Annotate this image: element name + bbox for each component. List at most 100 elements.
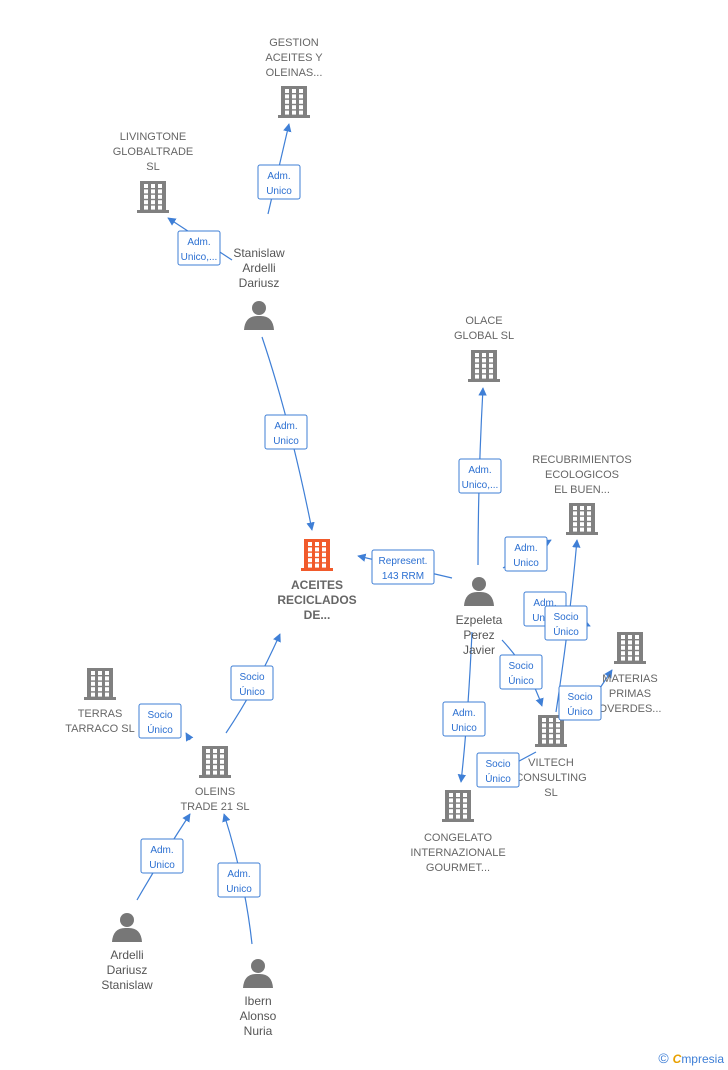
node-label: Ardelli [110,948,143,962]
edge-label-ezpeleta-congelato[interactable]: Adm. Unico [442,701,486,737]
node-label: OLEINS [195,786,235,798]
edge-label-line: Adm. [533,598,556,609]
node-label: SL [544,787,557,799]
node-label: OLACE [465,315,502,327]
node-label: MATERIAS [602,673,657,685]
edge-label-ezpeleta-olace[interactable]: Adm. Unico,... [458,458,502,494]
node-label: GLOBALTRADE [113,146,194,158]
edge-label-line: Unico,... [181,252,218,263]
brand-initial: C [672,1052,682,1066]
edge-label-ezpeleta-aceites[interactable]: Represent.143 RRM [371,549,435,585]
edge-label-line: Unico [149,860,175,871]
node-materias[interactable]: MATERIAS PRIMAS OVERDES... [599,632,662,715]
brand-name: mpresia [681,1052,724,1066]
node-label: Dariusz [107,963,148,977]
edge-label-ibern-oleins[interactable]: Adm. Unico [217,862,261,898]
building-icon [566,503,598,535]
edge-label-stanislaw-aceites[interactable]: Adm.Unico [264,414,308,450]
footer-brand[interactable]: ©Cmpresia [658,1050,724,1066]
edge-label-line: Unico [513,558,539,569]
node-olace[interactable]: OLACE GLOBAL SL [454,315,514,382]
person-icon [243,959,273,988]
node-label: Dariusz [239,276,280,290]
node-label: CONSULTING [515,772,586,784]
edge-label-line: Adm. [267,171,290,182]
edge-label-line: Único [553,625,579,638]
node-label: DE... [304,608,331,622]
node-label: ACEITES [291,578,343,592]
edge-label-line: Unico [451,723,477,734]
building-icon [614,632,646,664]
edge-label-line: Unico,... [462,480,499,491]
building-icon [468,350,500,382]
edge-label-line: Socio [508,661,533,672]
node-aceites[interactable]: ACEITESRECICLADOSDE... [277,539,357,622]
edge-label-line: Socio [485,759,510,770]
node-label: VILTECH [528,757,574,769]
node-label: EL BUEN... [554,484,610,496]
edge-label-ezpeleta-recubrimientos[interactable]: Adm.Unico [504,536,548,572]
node-viltech[interactable]: VILTECH CONSULTING SL [515,715,587,799]
node-label: Alonso [240,1009,277,1023]
edge-label-line: Único [567,705,593,718]
node-label: GLOBAL SL [454,330,514,342]
node-label: GESTION [269,37,319,49]
person-icon [464,577,494,606]
edge-label-line: Adm. [150,845,173,856]
node-congelato[interactable]: CONGELATOINTERNAZIONALEGOURMET... [410,790,506,874]
node-label: INTERNAZIONALE [410,847,505,859]
node-label: SL [146,161,159,173]
edge-label-line: Único [508,674,534,687]
copyright-icon: © [658,1050,669,1066]
node-label: ECOLOGICOS [545,469,619,481]
node-label: Javier [463,643,495,657]
node-label: PRIMAS [609,688,651,700]
edge-label-line: Adm. [274,421,297,432]
edge-label-line: Adm. [187,237,210,248]
node-label: Ardelli [242,261,275,275]
edge-label-line: Represent. [379,556,428,567]
edge-label-stanislaw-gestion[interactable]: Adm.Unico [257,164,301,200]
node-label: Ezpeleta [456,613,503,627]
node-oleins[interactable]: OLEINS TRADE 21 SL [180,746,250,813]
edge-label-line: Adm. [468,465,491,476]
edge-labels-layer: Adm.UnicoAdm.Unico,...Adm.UnicoAdm.Unico… [138,164,602,898]
edge-label-line: Socio [553,612,578,623]
building-icon [137,181,169,213]
node-label: RECICLADOS [277,593,356,607]
node-label: Stanislaw [101,978,153,992]
building-icon [442,790,474,822]
node-label: GOURMET... [426,862,490,874]
edge-label-line: Adm. [452,708,475,719]
edge-label-ardelli-oleins[interactable]: Adm. Unico [140,838,184,874]
node-label: Perez [463,628,494,642]
node-label: OVERDES... [599,703,662,715]
edge-label-stanislaw-livingtone[interactable]: Adm. Unico,... [177,230,221,266]
building-icon-highlight [301,539,333,571]
edge-label-line: Unico [226,884,252,895]
edge-label-line: Único [147,723,173,736]
edge-label-line: Único [239,685,265,698]
edge-label-line: Socio [567,692,592,703]
node-label: Stanislaw [233,246,285,260]
node-recubrimientos[interactable]: RECUBRIMIENTOS ECOLOGICOS EL BUEN... [532,454,632,535]
node-label: TRADE 21 SL [180,801,249,813]
building-icon [278,86,310,118]
node-label: RECUBRIMIENTOS [532,454,631,466]
node-label: ACEITES Y [265,52,323,64]
edge-label-line: Adm. [227,869,250,880]
